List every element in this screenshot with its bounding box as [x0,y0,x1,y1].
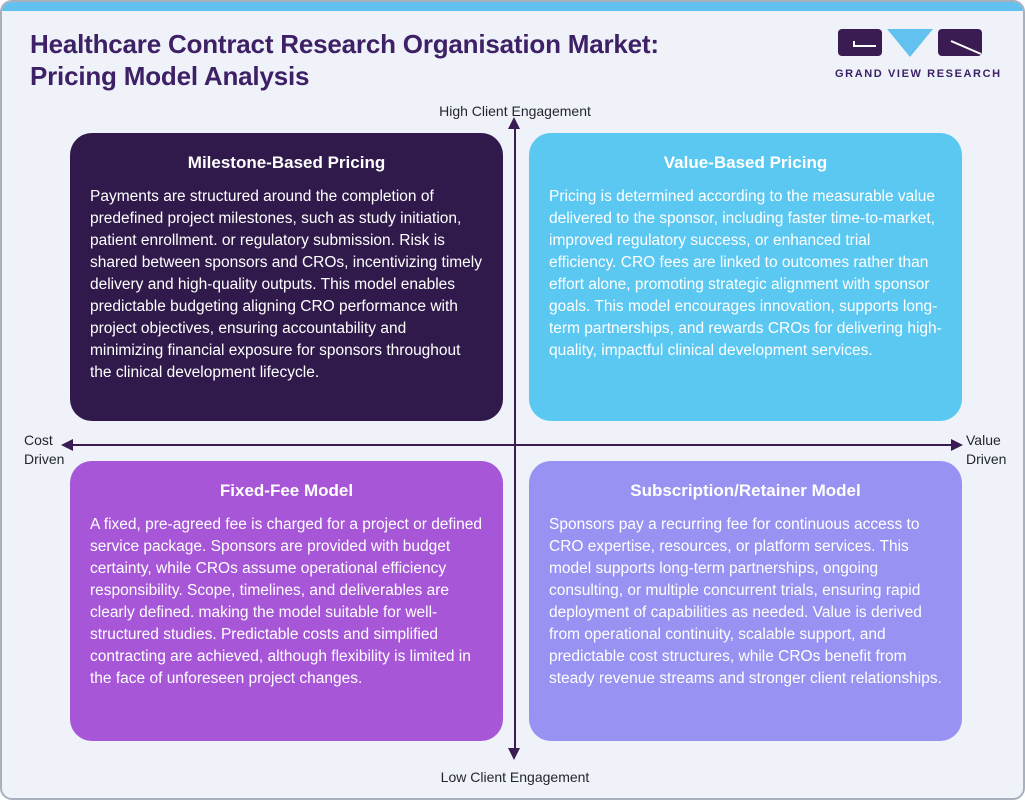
vertical-axis-line [514,128,516,751]
axis-label-value-line1: Value [966,432,1001,448]
axis-label-cost-driven: Cost Driven [24,431,64,469]
axis-label-cost-line2: Driven [24,450,65,467]
quadrant-subscription-retainer-model: Subscription/Retainer Model Sponsors pay… [529,461,962,741]
quadrant-body: Pricing is determined according to the m… [549,188,942,359]
horizontal-axis-line [72,444,952,446]
axis-label-high-engagement: High Client Engagement [439,103,591,119]
quadrant-body: Sponsors pay a recurring fee for continu… [549,516,942,687]
grand-view-research-logo: GRAND VIEW RESEARCH [835,26,1002,80]
page-title-line2: Pricing Model Analysis [30,61,310,92]
quadrant-milestone-based-pricing: Milestone-Based Pricing Payments are str… [70,133,503,421]
top-accent-bar [2,2,1023,11]
quadrant-body: A fixed, pre-agreed fee is charged for a… [90,516,483,687]
axis-label-low-engagement: Low Client Engagement [440,769,590,785]
axis-arrow-down-icon [508,748,520,760]
axis-label-value-driven: Value Driven [966,431,1006,469]
axis-arrow-right-icon [951,439,963,451]
quadrant-title: Fixed-Fee Model [219,481,354,500]
page-title-line1: Healthcare Contract Research Organisatio… [30,29,659,59]
quadrant-title: Value-Based Pricing [663,153,828,172]
quadrant-title: Milestone-Based Pricing [187,153,386,172]
axis-arrow-up-icon [508,117,520,129]
page-title: Healthcare Contract Research Organisatio… [30,28,659,92]
quadrant-title: Subscription/Retainer Model [630,481,861,500]
quadrant-fixed-fee-model: Fixed-Fee Model A fixed, pre-agreed fee … [70,461,503,741]
logo-text: GRAND VIEW RESEARCH [835,68,1002,80]
quadrant-body: Payments are structured around the compl… [90,188,482,381]
axis-label-cost-line1: Cost [24,432,53,448]
axis-arrow-left-icon [61,439,73,451]
quadrant-value-based-pricing: Value-Based Pricing Pricing is determine… [529,133,962,421]
gvr-logo-mark-icon [838,29,982,57]
axis-label-value-line2: Driven [966,450,1007,467]
